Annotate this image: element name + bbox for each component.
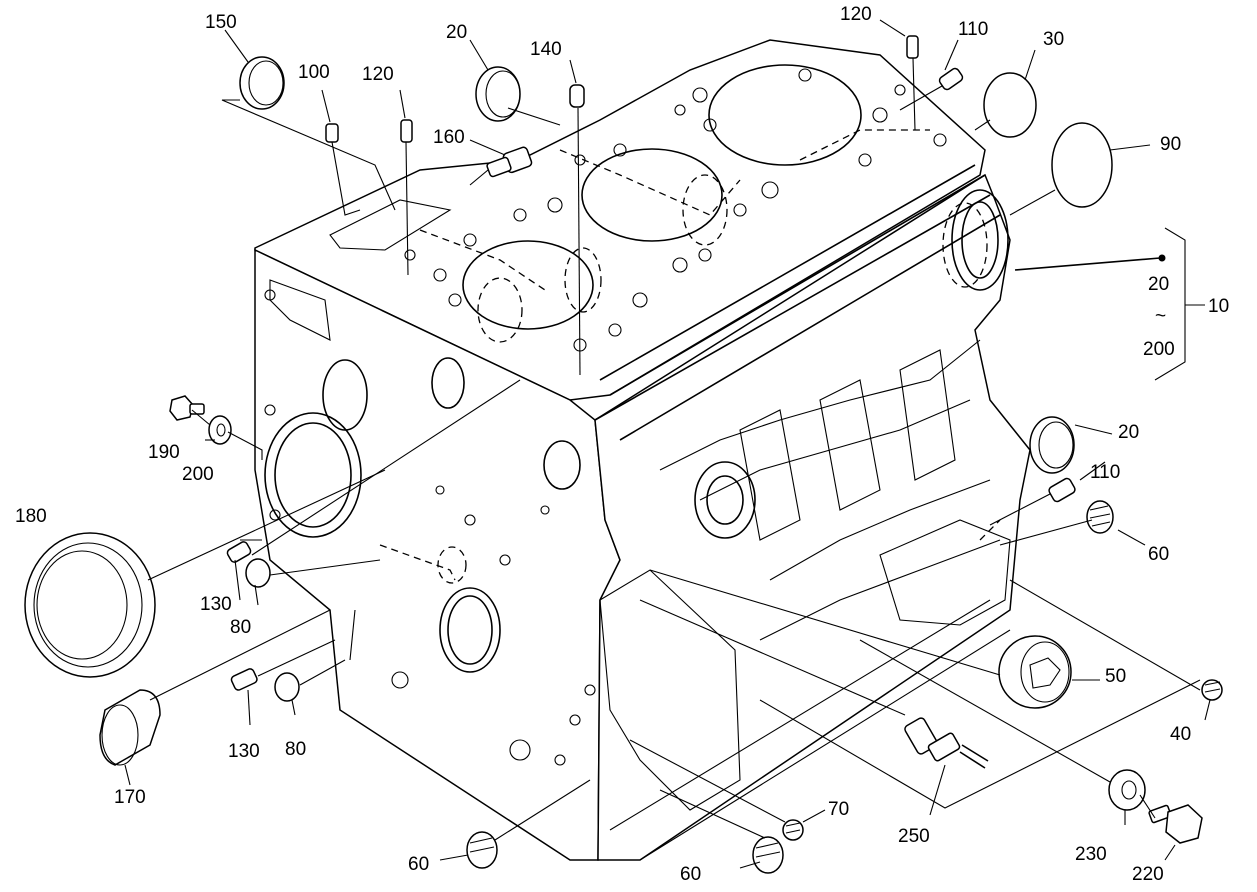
part-100-pin (325, 123, 339, 143)
part-80-plug-bottom (274, 672, 300, 702)
label-120-left: 120 (362, 64, 394, 85)
label-110-top: 110 (958, 19, 988, 40)
label-150: 150 (205, 12, 237, 33)
label-170: 170 (114, 787, 146, 808)
callout-labels: 150 100 120 20 140 160 120 110 30 90 20 … (15, 4, 1229, 885)
part-170-cap (99, 689, 161, 766)
label-200: 200 (182, 464, 214, 485)
part-120-pin-left (400, 119, 413, 143)
label-160: 160 (433, 127, 465, 148)
part-50-plug (998, 635, 1072, 709)
part-30-plug (983, 72, 1037, 138)
part-200-washer (208, 415, 232, 445)
label-60-left: 60 (408, 854, 429, 875)
label-250: 250 (898, 826, 930, 847)
label-60-bottom: 60 (680, 864, 701, 885)
part-140-pin (569, 84, 585, 108)
label-220: 220 (1132, 864, 1164, 885)
part-130-pin-bottom (230, 668, 258, 691)
label-120-right: 120 (840, 4, 872, 25)
label-100: 100 (298, 62, 330, 83)
part-70-plug (782, 819, 804, 841)
label-group-20: 20 (1148, 274, 1169, 295)
part-80-plug-top (245, 558, 271, 588)
deck-holes (404, 68, 947, 352)
part-120-pin-right (906, 35, 919, 59)
label-30: 30 (1043, 29, 1064, 50)
label-180: 180 (15, 506, 47, 527)
part-110-pin-top (938, 67, 964, 91)
label-110-right: 110 (1090, 462, 1120, 483)
label-60-right: 60 (1148, 544, 1169, 565)
part-20-plug-lower (1029, 416, 1075, 474)
label-130-bottom: 130 (228, 741, 260, 762)
label-20-lower: 20 (1118, 422, 1139, 443)
label-190: 190 (148, 442, 180, 463)
part-20-plug-top (475, 66, 521, 122)
part-180-oil-seal (24, 532, 156, 678)
part-90-cap (1051, 122, 1113, 208)
label-140: 140 (530, 39, 562, 60)
part-130-pin-top (226, 541, 252, 563)
label-group-10: 10 (1208, 296, 1229, 317)
cylinder-block (254, 39, 1031, 861)
label-80-bottom: 80 (285, 739, 306, 760)
part-60-plug-right (1086, 500, 1114, 534)
label-group-200: 200 (1143, 339, 1175, 360)
label-group-tilde: ~ (1155, 306, 1166, 327)
part-230-washer (1108, 769, 1146, 811)
part-150-plug (239, 56, 285, 110)
part-110-pin-right (1048, 477, 1076, 503)
part-60-plug-left (466, 831, 498, 869)
leader-lines (124, 19, 1211, 869)
label-90: 90 (1160, 134, 1181, 155)
part-250-sensor (904, 717, 989, 769)
label-40: 40 (1170, 724, 1191, 745)
part-40-plug (1201, 679, 1223, 701)
label-80-top: 80 (230, 617, 251, 638)
label-230: 230 (1075, 844, 1107, 865)
part-60-plug-bottom (752, 836, 784, 874)
label-70: 70 (828, 799, 849, 820)
label-50: 50 (1105, 666, 1126, 687)
part-220-bolt (1148, 804, 1203, 844)
label-130-top: 130 (200, 594, 232, 615)
label-20-top: 20 (446, 22, 467, 43)
part-160-fitting (486, 146, 533, 178)
part-190-bolt (169, 395, 205, 421)
